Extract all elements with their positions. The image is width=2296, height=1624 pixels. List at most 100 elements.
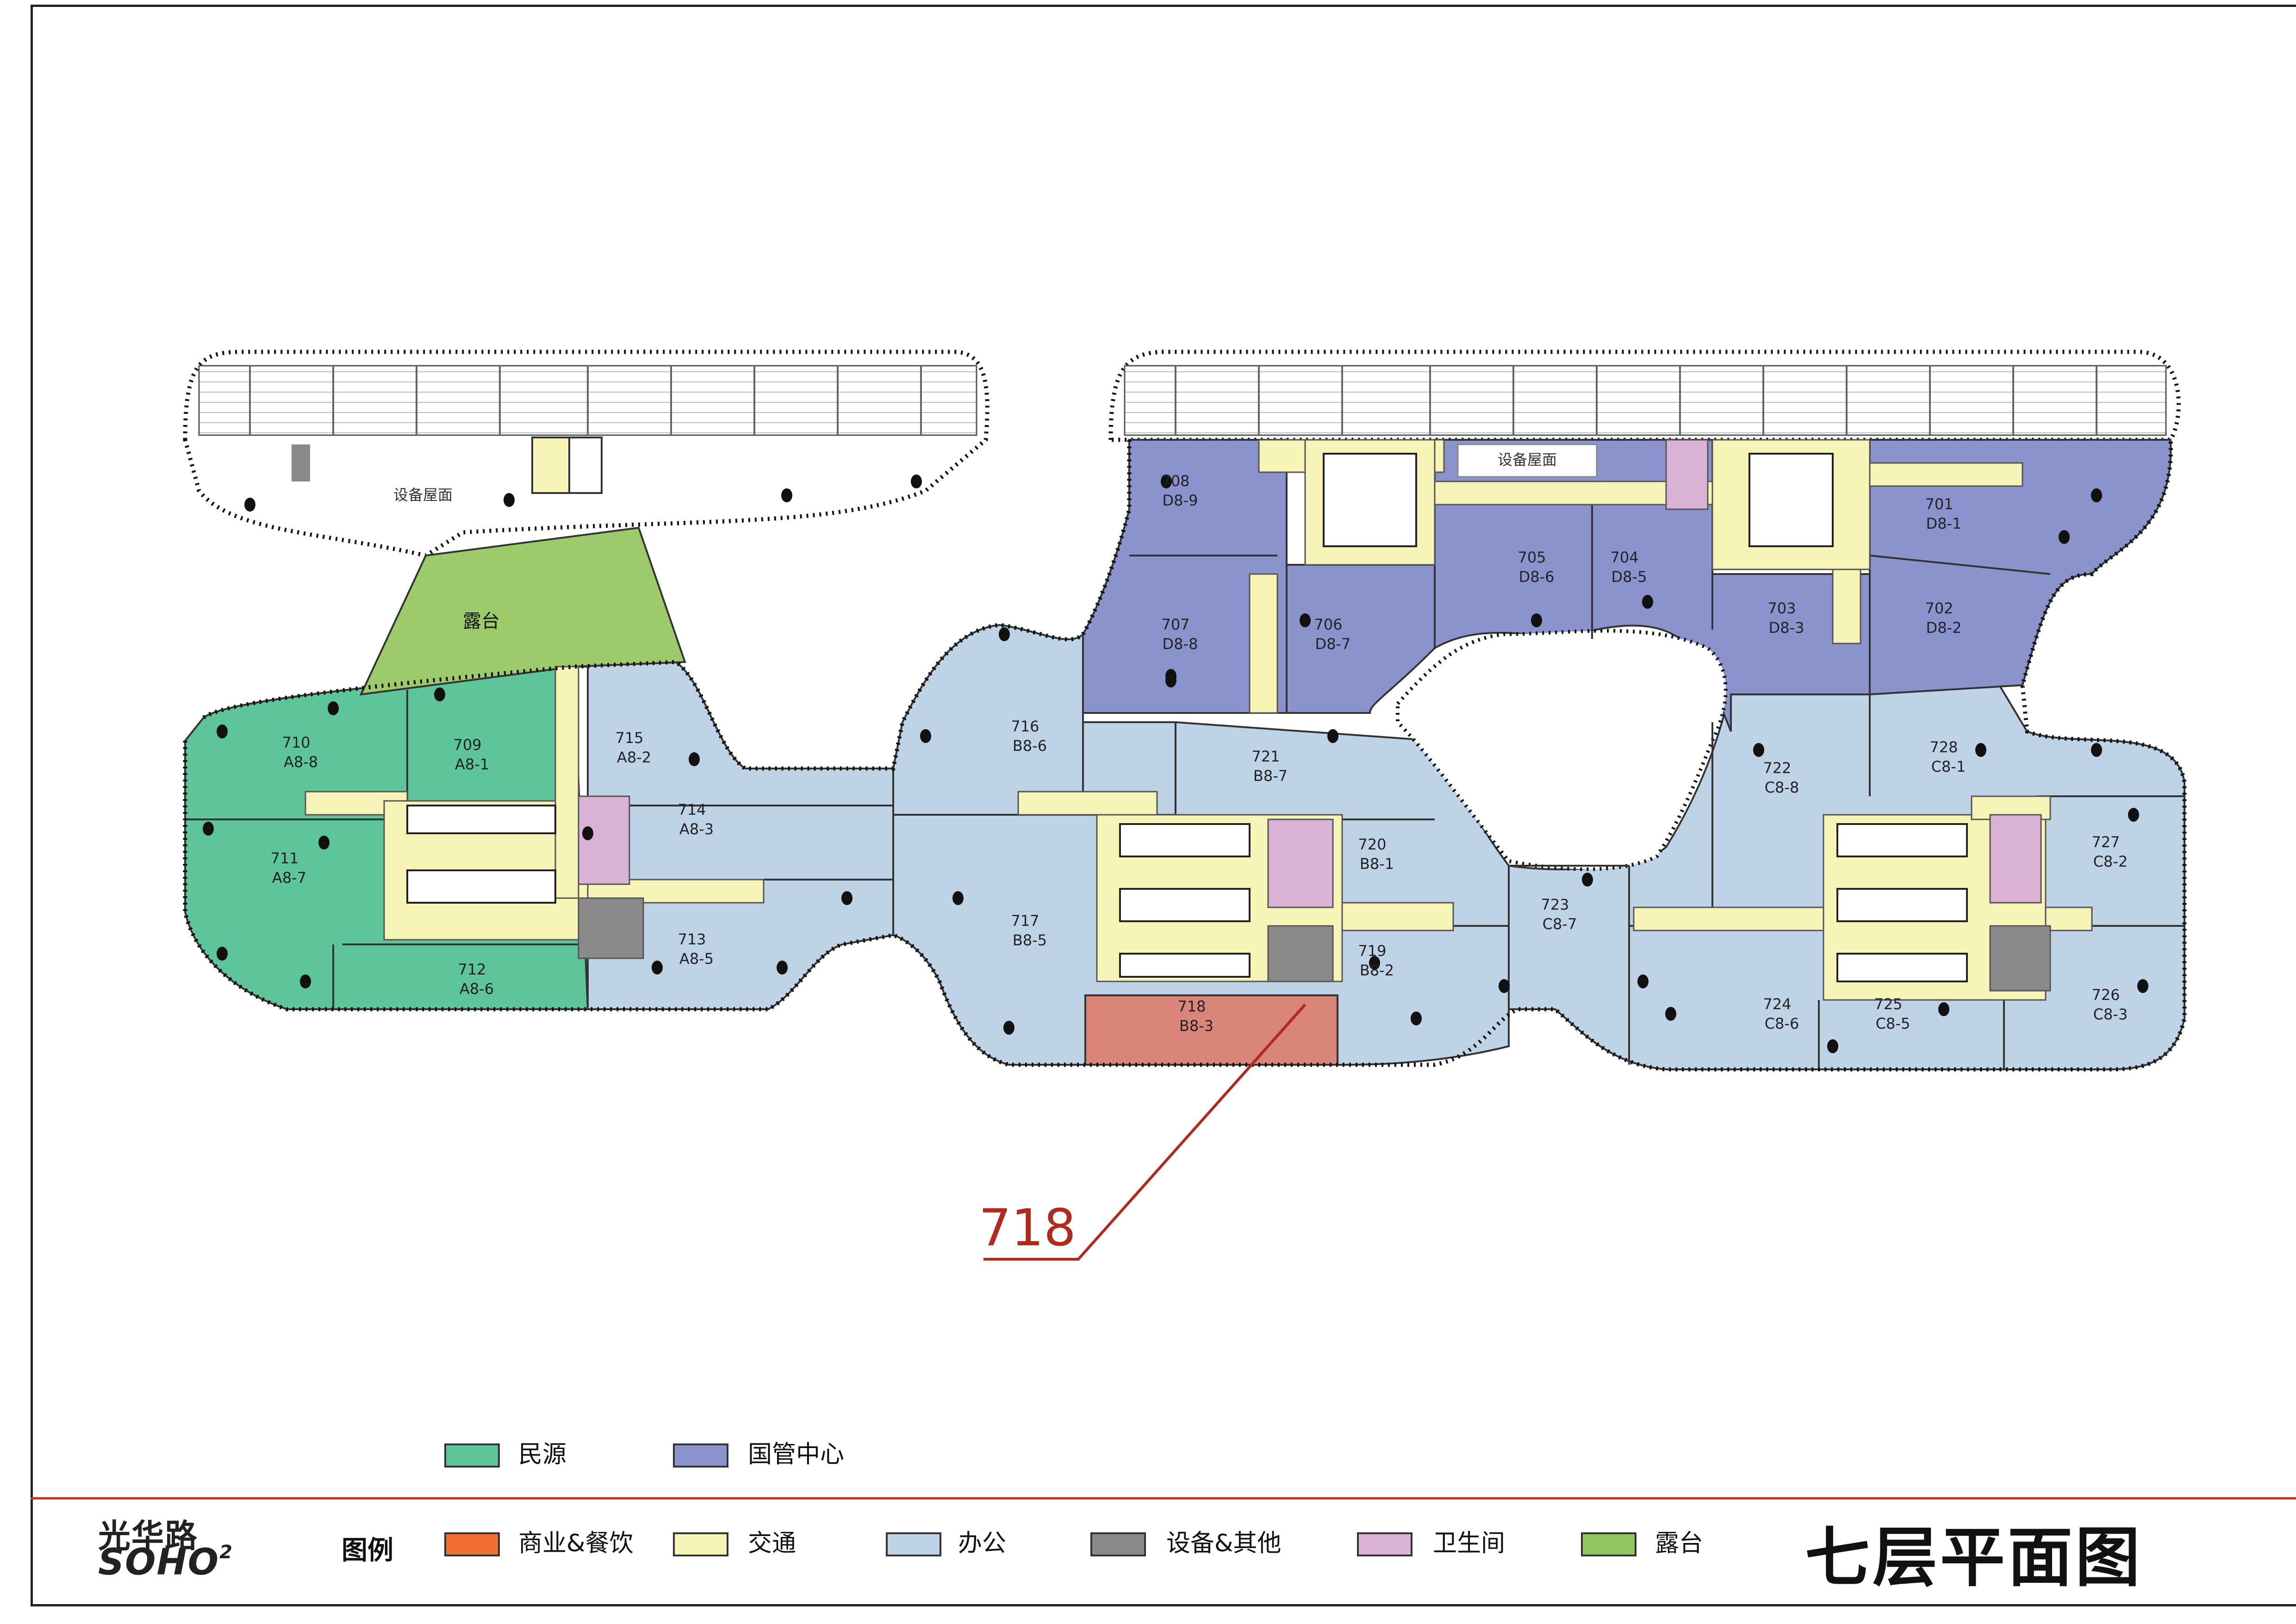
structural-columns	[203, 475, 2148, 1053]
unit-dividers	[185, 505, 2184, 1069]
legend-swatch-minyuan	[444, 1443, 500, 1468]
svg-text:709: 709	[453, 736, 481, 754]
legend-title: 图例	[342, 1536, 393, 1566]
legend-swatch-commercial	[444, 1532, 500, 1556]
svg-text:717: 717	[1011, 912, 1039, 930]
svg-text:B8-6: B8-6	[1013, 737, 1047, 755]
legend-swatch-equipment	[1090, 1532, 1146, 1556]
svg-text:723: 723	[1541, 896, 1569, 913]
svg-text:713: 713	[678, 931, 706, 948]
svg-text:706: 706	[1314, 616, 1342, 633]
legend-label-toilet: 卫生间	[1433, 1530, 1506, 1557]
svg-text:710: 710	[282, 734, 310, 751]
svg-text:701: 701	[1925, 495, 1953, 513]
equipment-roof-label-west: 设备屋面	[393, 486, 453, 504]
legend-swatch-office	[886, 1532, 941, 1556]
cores: 设备屋面	[305, 439, 2093, 1001]
callout-718: 718	[979, 1004, 1307, 1261]
legend-swatch-toilet	[1357, 1532, 1412, 1556]
logo-chinese: 光华路	[98, 1517, 198, 1555]
svg-text:724: 724	[1763, 995, 1791, 1013]
legend-label-office: 办公	[958, 1530, 1007, 1557]
svg-text:705: 705	[1518, 549, 1546, 566]
svg-text:703: 703	[1767, 600, 1796, 617]
svg-text:707: 707	[1161, 616, 1189, 633]
legend-swatch-traffic	[673, 1532, 728, 1556]
svg-text:B8-2: B8-2	[1360, 962, 1394, 979]
sheet-border	[31, 5, 2296, 1606]
svg-text:716: 716	[1011, 718, 1039, 735]
callout-label: 718	[979, 1198, 1076, 1257]
svg-text:719: 719	[1358, 942, 1386, 960]
svg-text:B8-1: B8-1	[1360, 855, 1394, 873]
svg-text:725: 725	[1874, 995, 1902, 1013]
svg-text:C8-8: C8-8	[1765, 779, 1799, 796]
svg-text:D8-7: D8-7	[1315, 635, 1351, 653]
floor-plan-drawing: 设备屋面	[183, 350, 2187, 1261]
svg-text:714: 714	[678, 801, 706, 818]
svg-text:B8-3: B8-3	[1179, 1017, 1213, 1035]
east-roof-block	[1108, 350, 2181, 442]
svg-text:D8-6: D8-6	[1519, 568, 1555, 586]
svg-text:C8-6: C8-6	[1765, 1015, 1799, 1032]
svg-text:C8-7: C8-7	[1543, 915, 1577, 933]
svg-text:A8-7: A8-7	[272, 869, 306, 887]
svg-text:720: 720	[1358, 836, 1386, 853]
svg-text:A8-3: A8-3	[679, 820, 714, 838]
svg-text:A8-2: A8-2	[617, 749, 651, 766]
title-block-divider	[31, 1497, 2296, 1499]
sheet-title: 七层平面图	[1805, 1520, 2143, 1596]
svg-text:D8-8: D8-8	[1163, 635, 1198, 653]
svg-text:726: 726	[2091, 986, 2120, 1004]
svg-text:708: 708	[1161, 472, 1189, 490]
svg-text:D8-5: D8-5	[1612, 568, 1647, 586]
svg-text:712: 712	[458, 961, 486, 978]
facade-outline	[183, 439, 2187, 1072]
svg-text:718: 718	[1177, 998, 1206, 1015]
legend-label-equipment: 设备&其他	[1166, 1530, 1282, 1557]
svg-text:727: 727	[2091, 833, 2120, 851]
svg-text:C8-3: C8-3	[2093, 1006, 2128, 1023]
svg-text:C8-2: C8-2	[2093, 853, 2128, 870]
svg-text:B8-5: B8-5	[1013, 931, 1047, 949]
svg-text:D8-1: D8-1	[1926, 515, 1962, 532]
svg-text:B8-7: B8-7	[1253, 767, 1288, 785]
svg-text:D8-9: D8-9	[1163, 492, 1198, 509]
svg-text:722: 722	[1763, 759, 1791, 777]
terrace-label: 露台	[463, 611, 500, 632]
legend-label-commercial: 商业&餐饮	[518, 1530, 634, 1557]
legend-label-traffic: 交通	[748, 1530, 796, 1557]
legend-label-terrace: 露台	[1655, 1530, 1704, 1557]
unit-718-highlight[interactable]	[1084, 994, 1338, 1066]
svg-text:C8-5: C8-5	[1876, 1015, 1910, 1032]
